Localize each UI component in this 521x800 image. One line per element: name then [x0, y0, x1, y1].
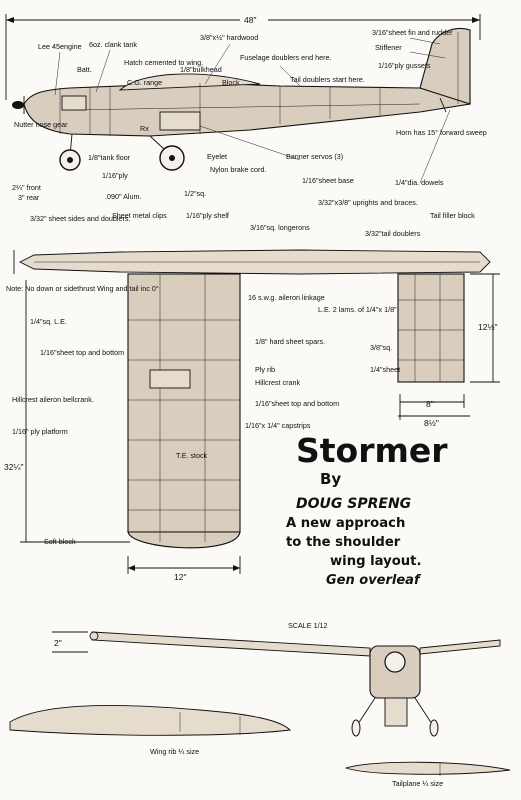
label-longerons: 3/16"sq. longerons — [250, 223, 310, 232]
label-ply-rib: Ply rib — [255, 365, 275, 374]
label-eyelet: Eyelet — [207, 152, 227, 161]
label-ply: 1/16"ply — [102, 171, 128, 180]
plan-tagline-1: A new approach — [286, 516, 405, 531]
length-dim-text: 48" — [244, 15, 256, 25]
label-hillcrest-crank: Hillcrest crank — [255, 378, 301, 387]
plan-tagline-3: wing layout. — [330, 554, 422, 569]
label-tail-doublers: Tail doublers start here. — [290, 75, 365, 84]
label-stiffener: Stiffener — [375, 43, 402, 52]
label-le-lams: L.E. 2 lams. of 1/4"x 1/8" — [318, 305, 397, 314]
label-hatch: Hatch cemented to wing. — [124, 58, 203, 67]
label-sheet-top: 1/16"sheet top and bottom — [40, 348, 124, 357]
label-sq: 1/2"sq. — [184, 189, 206, 198]
label-bulkhead: 1/8"bulkhead — [180, 65, 222, 74]
wing-rib-label: Wing rib ¼ size — [150, 747, 199, 756]
tail-width-inner-dim: 8" — [426, 399, 434, 409]
tailplane-label: Tailplane ¼ size — [392, 779, 443, 788]
label-gussets: 1/16"ply gussets — [378, 61, 431, 70]
label-aileron-linkage: 16 s.w.g. aileron linkage — [248, 293, 325, 302]
side-view-labels: Lee 45engine 6oz. clank tank 3/8"x½" har… — [12, 28, 487, 202]
label-block: Block — [222, 78, 240, 87]
tail-chord-dim: 12½" — [478, 322, 498, 332]
label-ply-shelf: 1/16"ply shelf — [186, 211, 229, 220]
label-note: Note: No down or sidethrust Wing and tai… — [6, 284, 159, 293]
span-dim: 32¼" — [4, 462, 24, 472]
label-hardwood: 3/8"x½" hardwood — [200, 33, 258, 42]
plan-view-labels: 3/32" sheet sides and doublers. Sheet me… — [6, 198, 475, 546]
scale-label: SCALE 1/12 — [288, 621, 328, 630]
label-clips: Sheet metal clips — [112, 211, 167, 220]
label-tank: 6oz. clank tank — [89, 40, 137, 49]
label-front: 2¼" front — [12, 183, 41, 192]
plan-by: By — [320, 470, 341, 488]
title-block: Stormer By DOUG SPRENG A new approach to… — [286, 431, 448, 588]
label-fin: 3/16"sheet fin and rudder — [372, 28, 453, 37]
label-sheet14: 1/4"sheet — [370, 365, 400, 374]
label-le-sq: 1/4"sq. L.E. — [30, 317, 67, 326]
plan-gen-overleaf: Gen overleaf — [326, 573, 422, 588]
label-fuselage-doublers: Fuselage doublers end here. — [240, 53, 332, 62]
label-sheet-sides: 3/32" sheet sides and doublers. — [30, 214, 130, 223]
label-nylon: Nylon brake cord. — [210, 165, 266, 174]
label-nutter: Nutter nose gear — [14, 120, 68, 129]
label-spars: 1/8" hard sheet spars. — [255, 337, 325, 346]
label-uprights: 3/32"x3/8" uprights and braces. — [318, 198, 418, 207]
label-rx: Rx — [140, 124, 149, 133]
label-ply-platform: 1/16" ply platform — [12, 427, 68, 436]
label-aileron-bell: Hillcrest aileron bellcrank. — [12, 395, 94, 404]
plan-tagline-2: to the shoulder — [286, 535, 401, 550]
front-view: SCALE 1/12 2" — [52, 621, 501, 737]
plan-title: Stormer — [296, 431, 448, 470]
label-batt: Batt. — [77, 65, 92, 74]
label-tail-filler: Tail filler block — [430, 211, 475, 220]
label-te-stock: T.E. stock — [176, 451, 208, 460]
front-dim: 2" — [54, 638, 62, 648]
label-tank-floor: 1/8"tank floor — [88, 153, 131, 162]
tail-width-outer-dim: 8½" — [424, 418, 439, 428]
label-capstrips: 1/16"x 1/4" capstrips — [245, 421, 311, 430]
label-rear: 3" rear — [18, 193, 40, 202]
length-dimension: 48" — [5, 13, 481, 100]
label-dowels: 1/4"dia. dowels — [395, 178, 444, 187]
wing-rib: Wing rib ¼ size — [9, 705, 291, 756]
label-sheet-top2: 1/16"sheet top and bottom — [255, 399, 339, 408]
label-sheet-base: 1/16"sheet base — [302, 176, 354, 185]
side-view — [12, 27, 471, 171]
label-tail-doublers-plan: 3/32"tail doublers — [365, 229, 421, 238]
wing-chord-dim: 12" — [174, 572, 186, 582]
plan-author: DOUG SPRENG — [296, 496, 411, 512]
label-horn: Horn has 15° forward sweep — [396, 128, 487, 137]
tailplane-rib: Tailplane ¼ size — [344, 761, 511, 788]
plan-view: 12½" 8" 8½" 32¼" 12" — [4, 249, 500, 582]
label-alum: .090" Alum. — [105, 192, 142, 201]
label-soft-block: Soft block — [44, 537, 76, 546]
label-servos: Banner servos (3) — [286, 152, 343, 161]
label-sq38: 3/8"sq. — [370, 343, 392, 352]
label-cg: C.G. range — [127, 78, 162, 87]
label-engine: Lee 45engine — [38, 42, 82, 51]
